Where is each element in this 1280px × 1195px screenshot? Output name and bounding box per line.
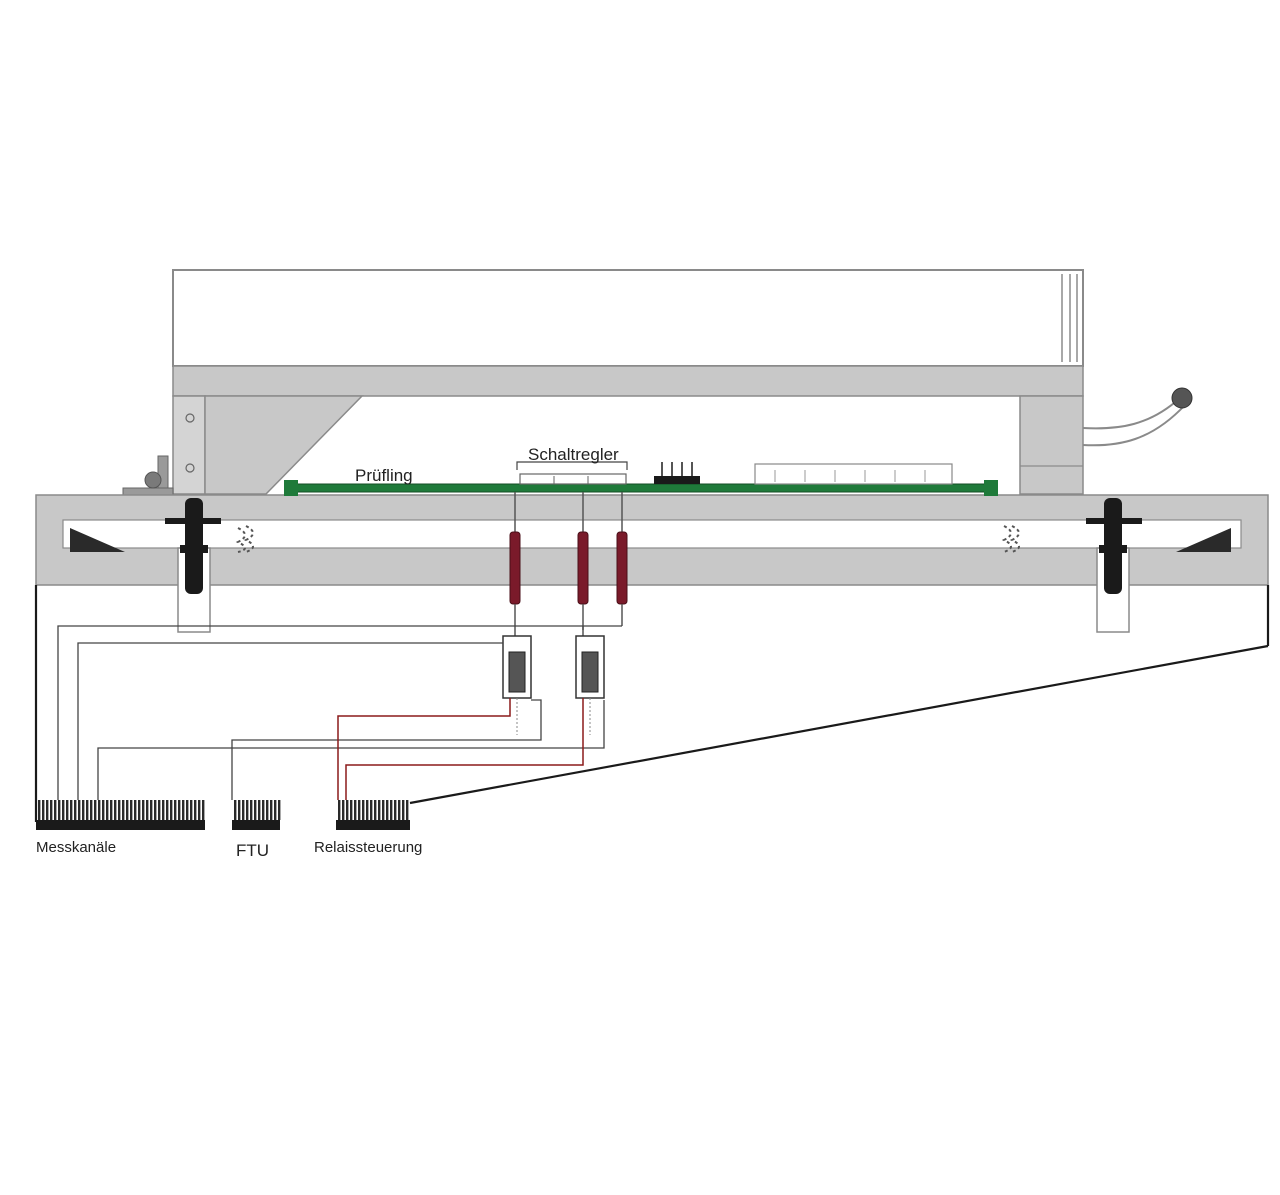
- connector-strips: [36, 800, 410, 830]
- probe-2: [577, 492, 589, 636]
- fixture-lid: [172, 269, 1084, 397]
- header-connector: [654, 462, 700, 484]
- test-probes: [509, 492, 628, 636]
- label-messkanaele: Messkanäle: [36, 839, 116, 856]
- label-schaltregler: Schaltregler: [528, 445, 619, 464]
- cable-harness: [34, 585, 1270, 822]
- connector-messkanaele: [36, 800, 205, 830]
- probe-1: [509, 492, 521, 636]
- label-pruefling: Prüfling: [355, 466, 413, 485]
- pressure-block-left: [122, 395, 364, 497]
- probe-3: [616, 492, 628, 626]
- label-relaissteuerung: Relaissteuerung: [314, 839, 422, 856]
- board-component: [754, 463, 953, 485]
- connector-relaissteuerung: [336, 800, 410, 830]
- relay-control-wiring: [337, 698, 584, 800]
- relay-1: [502, 635, 532, 735]
- guide-pin-right: [1086, 498, 1142, 633]
- connector-ftu: [232, 800, 281, 830]
- regulator-bracket: [516, 461, 628, 470]
- measurement-wiring: [57, 625, 622, 800]
- spring-right: [1001, 525, 1020, 553]
- regulator-component: [519, 473, 627, 485]
- lever-knob: [1171, 387, 1193, 409]
- guide-pin-left: [165, 498, 221, 633]
- wedge-left: [70, 528, 125, 552]
- wedge-right: [1176, 528, 1231, 552]
- relay-2: [575, 635, 605, 735]
- spring-left: [235, 525, 254, 553]
- base-frame: [35, 494, 1269, 586]
- pressure-block-right: [1019, 387, 1193, 495]
- label-ftu: FTU: [236, 841, 269, 860]
- pcb-dut: [284, 462, 998, 496]
